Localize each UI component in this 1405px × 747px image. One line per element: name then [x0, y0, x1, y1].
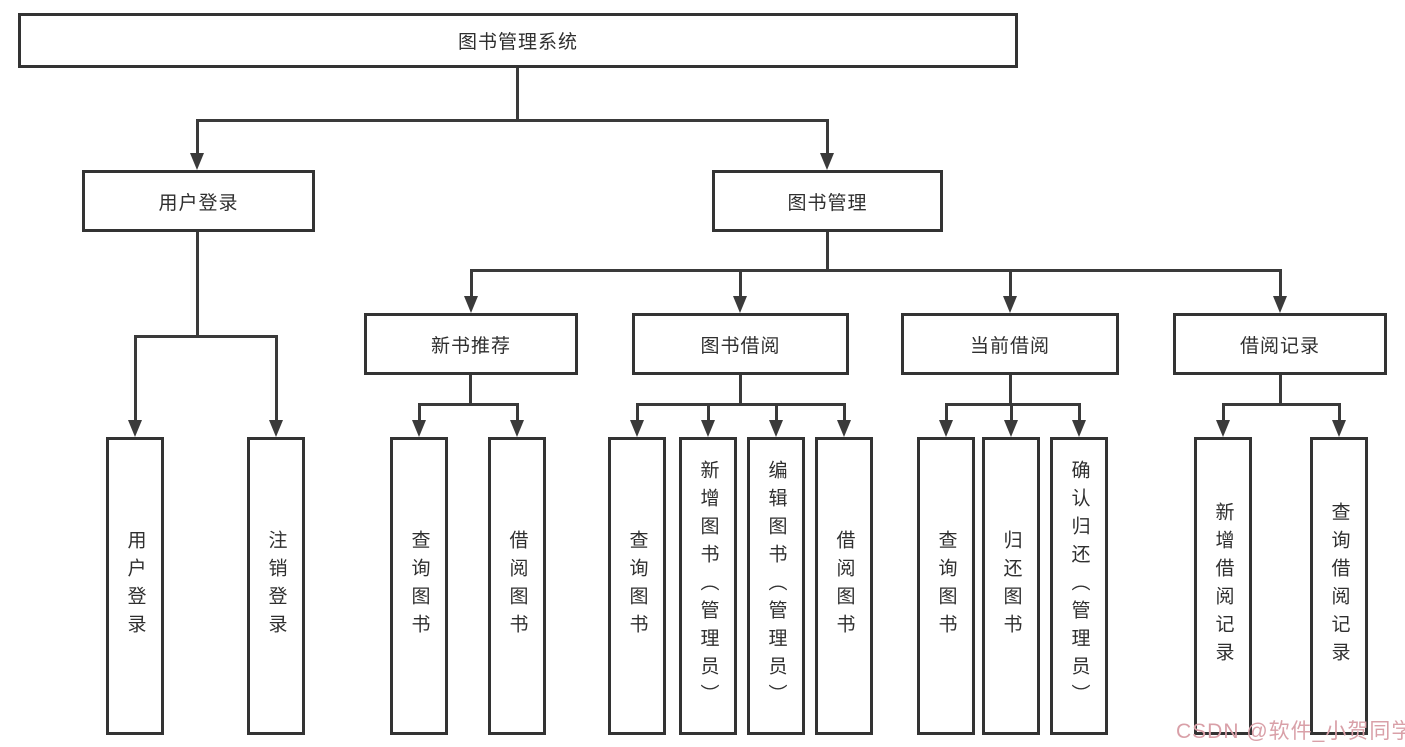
connector-book-mgmt-stem	[826, 232, 829, 272]
arrowhead-leaf	[1216, 420, 1230, 437]
leaf-query-books-borrowing: 查询图书	[608, 437, 666, 735]
connector-drop	[843, 403, 846, 422]
leaf-label: 查询借阅记录	[1328, 502, 1350, 670]
connector-drop	[1338, 403, 1341, 422]
node-label: 图书管理系统	[457, 32, 578, 53]
connector-current-borrow-stem	[1009, 375, 1012, 406]
node-label: 新书推荐	[430, 335, 511, 357]
connector-drop	[1078, 403, 1081, 422]
node-borrowing-records: 借阅记录	[1173, 313, 1387, 375]
leaf-edit-books-admin: 编辑图书（管理员）	[747, 437, 805, 735]
connector-leaf-login-drop	[134, 335, 137, 422]
connector-borrow-records-drop	[1279, 269, 1282, 298]
leaf-label: 新增借阅记录	[1212, 502, 1234, 670]
node-label: 用户登录	[158, 192, 239, 214]
leaf-add-borrow-record: 新增借阅记录	[1194, 437, 1252, 735]
arrowhead-leaf	[769, 420, 783, 437]
arrowhead-leaf	[1072, 420, 1086, 437]
arrowhead-leaf-login	[128, 420, 142, 437]
arrowhead-leaf-logout	[269, 420, 283, 437]
connector-drop	[1222, 403, 1225, 422]
node-book-borrowing: 图书借阅	[632, 313, 849, 375]
connector-new-books-stem	[469, 375, 472, 406]
arrowhead-leaf	[1004, 420, 1018, 437]
connector-drop	[418, 403, 421, 422]
leaf-label: 注销登录	[265, 530, 287, 642]
leaf-label: 确认归还（管理员）	[1068, 460, 1090, 712]
connector-drop	[707, 403, 710, 422]
node-label: 当前借阅	[969, 335, 1050, 357]
connector-user-login-crossbar	[134, 335, 278, 338]
leaf-borrow-books-recommend: 借阅图书	[488, 437, 546, 735]
connector-new-books-crossbar	[418, 403, 519, 406]
connector-root-crossbar	[196, 119, 829, 122]
connector-current-borrow-crossbar	[945, 403, 1081, 406]
node-current-borrowing: 当前借阅	[901, 313, 1119, 375]
leaf-label: 查询图书	[408, 530, 430, 642]
csdn-watermark: CSDN @软件_小贺同学	[1176, 720, 1405, 743]
node-label: 图书管理	[787, 192, 868, 214]
arrowhead-new-books	[464, 296, 478, 313]
connector-book-borrow-drop	[739, 269, 742, 298]
node-new-book-recommend: 新书推荐	[364, 313, 578, 375]
arrowhead-borrow-records	[1273, 296, 1287, 313]
connector-drop	[516, 403, 519, 422]
arrowhead-leaf	[837, 420, 851, 437]
arrowhead-leaf	[939, 420, 953, 437]
leaf-borrow-books: 借阅图书	[815, 437, 873, 735]
leaf-return-books: 归还图书	[982, 437, 1040, 735]
connector-leaf-logout-drop	[275, 335, 278, 422]
arrowhead-leaf	[701, 420, 715, 437]
arrowhead-book-borrow	[733, 296, 747, 313]
leaf-label: 查询图书	[935, 530, 957, 642]
node-user-login: 用户登录	[82, 170, 315, 232]
connector-new-books-drop	[470, 269, 473, 298]
leaf-label: 借阅图书	[833, 530, 855, 642]
arrowhead-book-mgmt	[820, 153, 834, 170]
leaf-label: 归还图书	[1000, 530, 1022, 642]
connector-borrow-records-stem	[1279, 375, 1282, 406]
connector-drop	[636, 403, 639, 422]
leaf-label: 新增图书（管理员）	[697, 460, 719, 712]
leaf-query-borrow-record: 查询借阅记录	[1310, 437, 1368, 735]
connector-user-login-drop	[196, 119, 199, 155]
leaf-user-login: 用户登录	[106, 437, 164, 735]
leaf-label: 借阅图书	[506, 530, 528, 642]
connector-borrow-records-crossbar	[1222, 403, 1341, 406]
connector-book-mgmt-crossbar	[470, 269, 1282, 272]
node-label: 图书借阅	[700, 335, 781, 357]
node-label: 借阅记录	[1239, 335, 1320, 357]
connector-root-stem	[516, 68, 519, 120]
leaf-label: 编辑图书（管理员）	[765, 460, 787, 712]
connector-user-login-stem	[196, 232, 199, 338]
connector-drop	[945, 403, 948, 422]
connector-book-borrow-crossbar	[636, 403, 846, 406]
leaf-query-books-recommend: 查询图书	[390, 437, 448, 735]
arrowhead-leaf	[1332, 420, 1346, 437]
arrowhead-current-borrow	[1003, 296, 1017, 313]
leaf-label: 用户登录	[124, 530, 146, 642]
node-library-management-system: 图书管理系统	[18, 13, 1018, 68]
arrowhead-leaf	[630, 420, 644, 437]
connector-drop	[775, 403, 778, 422]
arrowhead-user-login	[190, 153, 204, 170]
connector-drop	[1010, 403, 1013, 422]
arrowhead-leaf	[510, 420, 524, 437]
node-book-management: 图书管理	[712, 170, 943, 232]
leaf-confirm-return-admin: 确认归还（管理员）	[1050, 437, 1108, 735]
arrowhead-leaf	[412, 420, 426, 437]
leaf-add-books-admin: 新增图书（管理员）	[679, 437, 737, 735]
connector-book-borrow-stem	[739, 375, 742, 406]
connector-book-mgmt-drop	[826, 119, 829, 155]
leaf-logout: 注销登录	[247, 437, 305, 735]
leaf-label: 查询图书	[626, 530, 648, 642]
leaf-query-books-current: 查询图书	[917, 437, 975, 735]
connector-current-borrow-drop	[1009, 269, 1012, 298]
